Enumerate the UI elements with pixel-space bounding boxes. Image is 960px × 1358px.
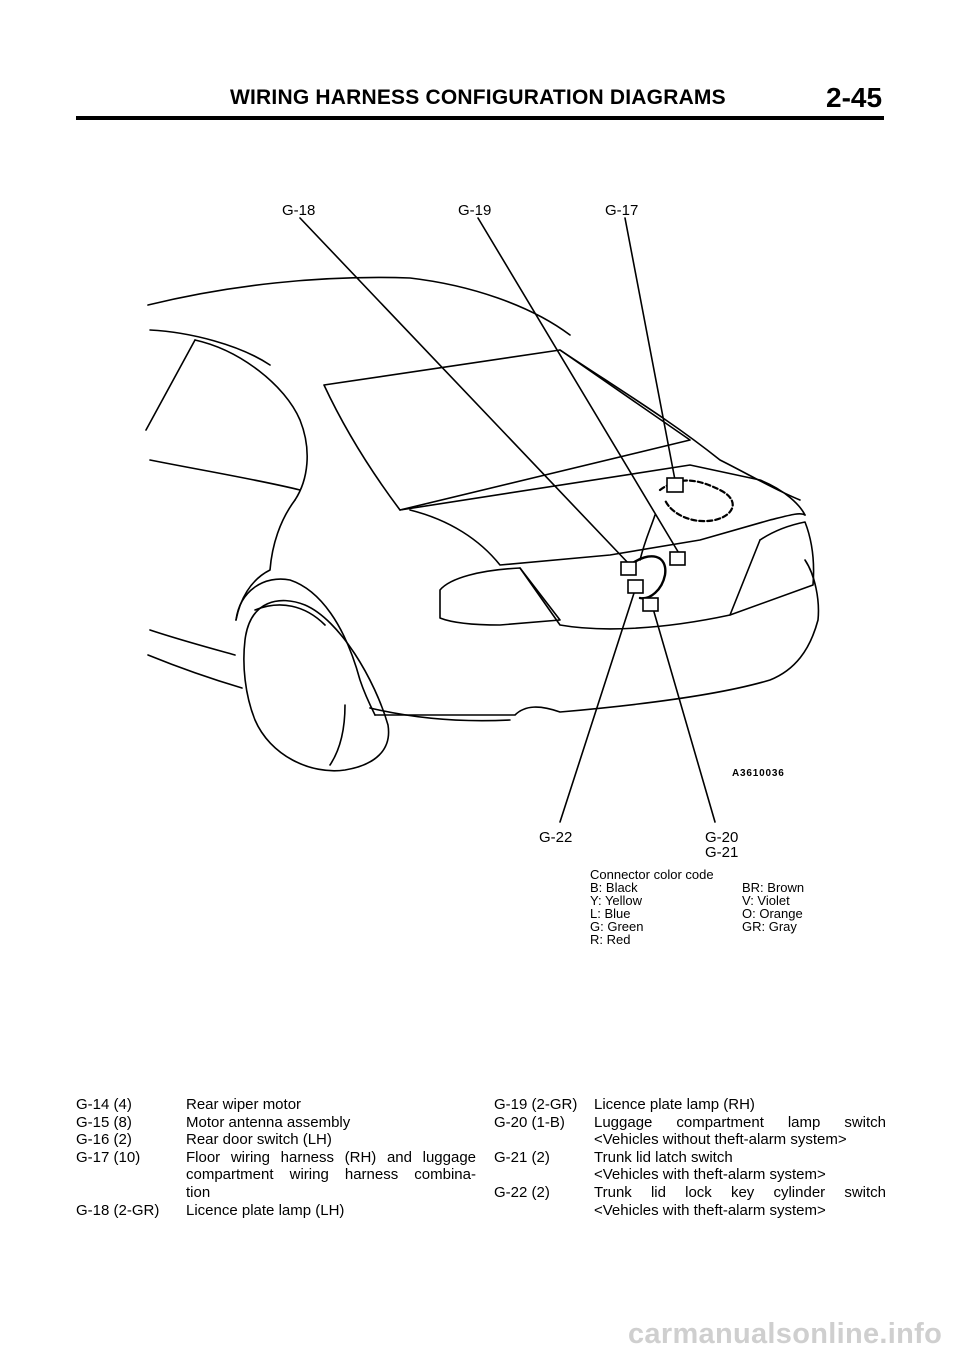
trunk-lid-rear: [409, 509, 806, 566]
callout-g18: G-18: [282, 202, 315, 219]
connector-desc: Licence plate lamp (LH): [186, 1201, 345, 1219]
connector-row: G-21 (2) Trunk lid latch switch <Vehicle…: [494, 1149, 886, 1184]
watermark[interactable]: carmanualsonline.info: [628, 1318, 943, 1350]
connector-desc: Licence plate lamp (RH): [594, 1096, 755, 1113]
side-sill-2: [147, 654, 243, 689]
connector-desc-line: <Vehicles with theft-alarm system>: [594, 1166, 826, 1184]
connector-code: G-17 (10): [76, 1148, 141, 1166]
door-line: [149, 459, 301, 491]
harness-wire-upper: [658, 479, 734, 523]
legend-entry: V: Violet: [742, 893, 790, 908]
connector-row: G-19 (2-GR) Licence plate lamp (RH): [494, 1096, 886, 1114]
connector-code: G-20 (1-B): [494, 1113, 565, 1131]
harness-wire-lower: [628, 555, 667, 600]
connector-list-left: G-14 (4) Rear wiper motor G-15 (8) Motor…: [76, 1096, 476, 1219]
connector-row: G-20 (1-B) Luggage compartment lamp swit…: [494, 1114, 886, 1149]
car-pillar-line: [149, 329, 271, 366]
legend-title: Connector color code: [590, 867, 714, 882]
leader-g22: [559, 589, 636, 823]
callout-g20: G-20: [705, 829, 738, 846]
connector-desc: Floor wiring harness (RH) and luggage co…: [186, 1149, 476, 1202]
side-sill-1: [149, 629, 236, 656]
connector-code: G-21 (2): [494, 1148, 550, 1166]
taillight-left: [439, 567, 561, 626]
callout-g19: G-19: [458, 202, 491, 219]
connector-desc-line: tion: [186, 1183, 211, 1201]
connector-g18: [620, 561, 637, 576]
legend-entry: G: Green: [590, 919, 644, 934]
connector-color-legend: Connector color code B: Black BR: Brown …: [590, 868, 804, 946]
connector-row: G-14 (4) Rear wiper motor: [76, 1096, 476, 1114]
trunk-lid-side: [559, 349, 801, 501]
page-number: 2-45: [826, 82, 883, 113]
callout-g21: G-21: [705, 844, 738, 861]
callout-g17: G-17: [605, 202, 638, 219]
connector-code: G-16 (2): [76, 1131, 132, 1149]
connector-code: G-19 (2-GR): [494, 1096, 578, 1113]
callout-g22: G-22: [539, 829, 572, 846]
connector-code: G-22 (2): [494, 1183, 550, 1201]
car-roof-line: [147, 276, 571, 336]
connector-desc: Luggage compartment lamp switch <Vehicle…: [594, 1114, 886, 1149]
connector-code: G-18 (2-GR): [76, 1201, 160, 1219]
connector-list-right: G-19 (2-GR) Licence plate lamp (RH) G-20…: [494, 1096, 886, 1219]
connector-desc: Trunk lid lock key cylinder switch <Vehi…: [594, 1184, 886, 1219]
connector-g22: [627, 579, 644, 594]
page-title: WIRING HARNESS CONFIGURATION DIAGRAMS: [230, 86, 726, 109]
quarter-panel: [235, 499, 296, 621]
connector-row: G-17 (10) Floor wiring harness (RH) and …: [76, 1149, 476, 1202]
connector-desc-line: Trunk lid lock key cylinder switch: [594, 1183, 886, 1201]
connector-desc-line: Luggage compartment lamp switch: [594, 1113, 886, 1131]
rear-bumper: [374, 559, 820, 716]
legend-entry: O: Orange: [742, 906, 803, 921]
leader-g19: [477, 217, 681, 556]
connector-desc-line: compartment wiring harness combina-: [186, 1166, 476, 1184]
connector-desc-line: <Vehicles with theft-alarm system>: [594, 1201, 826, 1219]
legend-entry: Y: Yellow: [590, 893, 643, 908]
header-rule: [76, 116, 884, 120]
wheel-arch: [235, 578, 376, 716]
legend-entry: R: Red: [590, 932, 631, 947]
connector-g17: [666, 477, 684, 493]
connector-code: G-15 (8): [76, 1113, 132, 1131]
connector-desc: Trunk lid latch switch <Vehicles with th…: [594, 1149, 886, 1184]
tire-inner: [254, 604, 326, 626]
taillight-right: [729, 521, 815, 616]
connector-row: G-22 (2) Trunk lid lock key cylinder swi…: [494, 1184, 886, 1219]
rear-window: [323, 349, 691, 511]
connector-desc: Motor antenna assembly: [186, 1113, 351, 1131]
legend-entry: B: Black: [590, 880, 638, 895]
bumper-lower: [369, 707, 511, 722]
connector-desc: Rear door switch (LH): [186, 1131, 332, 1149]
figure-id: A3610036: [732, 768, 785, 779]
rear-panel: [519, 539, 761, 630]
leader-g20: [651, 604, 716, 823]
leader-g18: [299, 217, 631, 566]
legend-entry: L: Blue: [590, 906, 631, 921]
legend-entry: BR: Brown: [742, 880, 805, 895]
connector-row: G-18 (2-GR) Licence plate lamp (LH): [76, 1202, 476, 1220]
connector-desc-line: <Vehicles without theft-alarm system>: [594, 1131, 847, 1149]
connector-desc-line: Trunk lid latch switch: [594, 1148, 733, 1166]
legend-entry: GR: Gray: [742, 919, 797, 934]
harness-wire-link: [639, 514, 656, 561]
door-window: [145, 339, 196, 431]
connector-g20: [642, 597, 659, 612]
connector-desc: Rear wiper motor: [186, 1096, 302, 1113]
connector-row: G-16 (2) Rear door switch (LH): [76, 1131, 476, 1149]
leader-g17: [624, 217, 676, 481]
tire-tread: [329, 704, 346, 766]
connector-desc-line: Floor wiring harness (RH) and luggage: [186, 1148, 476, 1166]
connector-row: G-15 (8) Motor antenna assembly: [76, 1114, 476, 1132]
tire-outer: [243, 599, 390, 772]
connector-g19: [669, 551, 686, 566]
connector-code: G-14 (4): [76, 1096, 132, 1113]
door-frame: [194, 339, 308, 501]
